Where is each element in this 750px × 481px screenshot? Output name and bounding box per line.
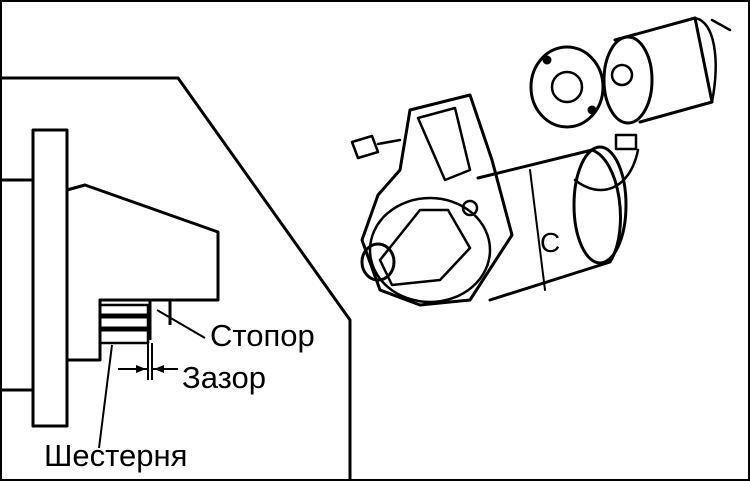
housing-nose (66, 183, 220, 362)
gap-arrow-left (136, 365, 146, 373)
starter-assembly: C (350, 16, 732, 307)
svg-text:C: C (540, 227, 560, 258)
flange-plate (31, 128, 69, 428)
gear-label: Шестерня (44, 438, 187, 473)
lead-wire (573, 148, 640, 192)
inset-frame (0, 76, 352, 481)
pinion-gear (98, 303, 150, 345)
solenoid-face (602, 35, 654, 125)
gap-arrow-right (154, 365, 164, 373)
gasket (529, 45, 605, 129)
screw-head (350, 134, 380, 160)
motor-end-cap (572, 145, 628, 265)
stopper-label: Стопор (210, 318, 315, 353)
motor-body (476, 148, 622, 302)
pinion-shaft (360, 242, 396, 282)
solenoid-body (613, 16, 714, 124)
detail-inset (0, 76, 352, 481)
drive-housing (360, 93, 514, 307)
gap-label: Зазор (182, 360, 266, 395)
